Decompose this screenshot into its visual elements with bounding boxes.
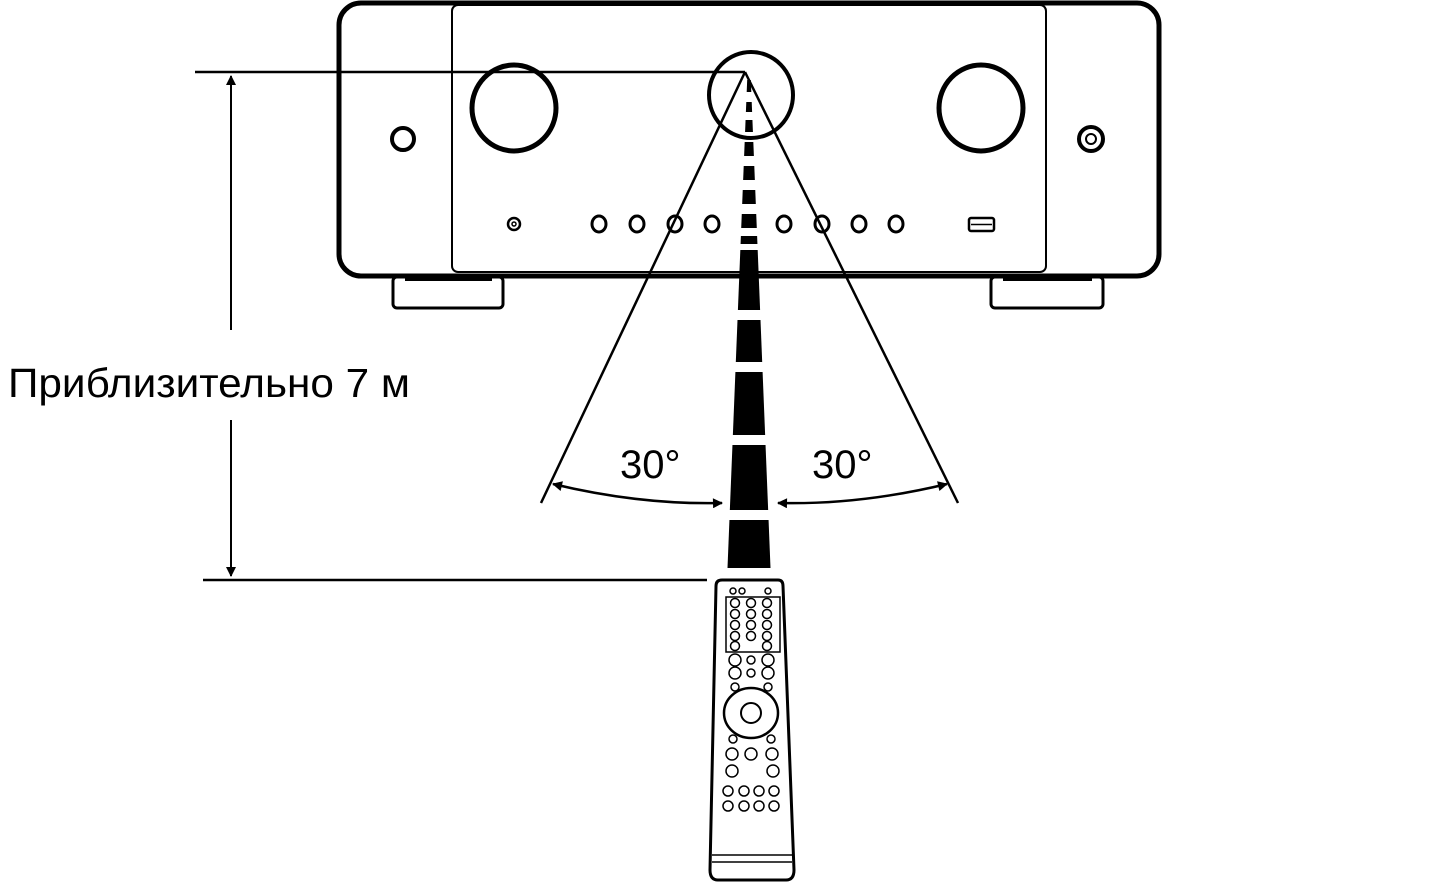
remote-button	[725, 764, 739, 778]
ir-beam-dash	[744, 142, 754, 156]
angle-arc-right	[777, 481, 948, 509]
remote-button	[745, 597, 757, 609]
remote-button	[730, 682, 740, 692]
receiver-foot-left	[391, 275, 505, 310]
remote-button	[728, 653, 742, 667]
remote-button	[729, 640, 741, 652]
angle-arc-left	[552, 481, 723, 509]
headphone-jack	[1077, 125, 1105, 153]
knob-left	[469, 62, 559, 154]
remote-button	[753, 800, 765, 812]
ir-beam-dash	[746, 80, 752, 92]
ir-beam	[727, 80, 771, 568]
remote-button	[768, 800, 780, 812]
remote-button	[761, 630, 773, 642]
remote-button	[761, 653, 775, 667]
ir-beam-dash	[732, 372, 766, 435]
remote-button	[746, 655, 756, 665]
remote-button	[745, 608, 757, 620]
angle-right-label: 30°	[812, 443, 873, 487]
ir-beam-dash	[741, 214, 757, 228]
remote-button	[729, 597, 741, 609]
remote-button	[738, 785, 750, 797]
remote-button	[729, 630, 741, 642]
remote-button	[763, 682, 773, 692]
remote-button	[761, 640, 773, 652]
remote-control	[708, 578, 796, 882]
ir-beam-dash	[735, 320, 763, 362]
remote-button	[729, 587, 737, 595]
remote-button	[744, 747, 758, 761]
remote-button	[722, 800, 734, 812]
receiver-foot-right	[989, 275, 1105, 310]
remote-button	[761, 666, 775, 680]
remote-dpad	[722, 686, 780, 740]
remote-buttons	[722, 587, 780, 812]
remote-button	[761, 608, 773, 620]
cone-left-edge	[539, 71, 747, 504]
remote-button	[761, 619, 773, 631]
remote-button	[738, 587, 746, 595]
remote-button	[729, 619, 741, 631]
cone-right-edge	[743, 71, 960, 504]
remote-button	[761, 597, 773, 609]
ir-beam-dash	[740, 236, 758, 244]
usb-port-icon	[967, 216, 996, 233]
remote-button	[725, 747, 739, 761]
remote-button	[766, 734, 776, 744]
ir-beam-dash	[745, 120, 753, 132]
remote-button	[746, 668, 756, 678]
remote-button	[722, 785, 734, 797]
ir-beam-dash	[727, 520, 771, 568]
setup-mic-jack	[506, 216, 522, 232]
ir-sensor-display	[707, 50, 795, 140]
ir-beam-dash	[745, 102, 753, 112]
remote-button	[728, 666, 742, 680]
ir-beam-dash	[737, 250, 761, 310]
ir-beam-dash	[729, 445, 769, 510]
ir-beam-dash	[743, 166, 755, 180]
remote-button	[768, 785, 780, 797]
angle-left-label: 30°	[620, 443, 681, 487]
remote-body	[708, 578, 796, 882]
remote-button	[729, 608, 741, 620]
remote-button	[765, 747, 779, 761]
front-buttons	[590, 214, 905, 234]
remote-enter-button	[740, 702, 762, 724]
remote-button	[745, 630, 757, 642]
knob-right	[936, 62, 1026, 154]
remote-button	[738, 800, 750, 812]
remote-button	[745, 619, 757, 631]
power-button	[390, 126, 416, 152]
ir-beam-dash	[742, 190, 756, 204]
remote-button	[764, 587, 772, 595]
remote-button	[766, 764, 780, 778]
remote-button	[728, 734, 738, 744]
remote-button	[753, 785, 765, 797]
distance-label: Приблизительно 7 м	[8, 360, 410, 406]
